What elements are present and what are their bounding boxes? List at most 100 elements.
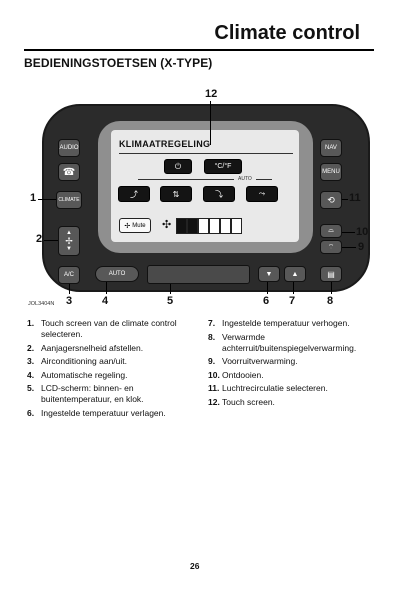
- leader-5: [170, 284, 171, 294]
- rear-window-heater-button: ▤: [320, 266, 342, 282]
- legend-text: Luchtrecirculatie selecteren.: [222, 383, 328, 393]
- legend-number: 5.: [27, 383, 35, 393]
- defrost-icon: ⌓: [328, 227, 334, 234]
- leader-1: [38, 199, 56, 200]
- callout-6: 6: [263, 295, 270, 307]
- legend-item: 2. Aanjagersnelheid afstellen.: [27, 343, 187, 354]
- leader-9: [342, 247, 356, 248]
- climate-button: CLIMATE: [56, 191, 82, 209]
- power-button: ⏻: [164, 159, 192, 174]
- fan-icon: ✢: [124, 222, 131, 230]
- callout-2: 2: [36, 233, 43, 245]
- fan-speed-segment: [187, 218, 198, 234]
- leader-10: [342, 232, 355, 233]
- callout-10: 10: [356, 226, 369, 238]
- legend-text: Touch screen.: [222, 396, 275, 407]
- legend-item: 6. Ingestelde temperatuur verlagen.: [27, 408, 187, 419]
- mute-button: ✢ Mute: [119, 218, 151, 233]
- legend-number: 9.: [208, 356, 216, 366]
- legend-text: Ingestelde temperatuur verlagen.: [41, 407, 166, 418]
- airflow-face-icon: ⤴: [130, 189, 138, 199]
- callout-11: 11: [349, 192, 361, 204]
- legend-text: LCD-scherm: binnen- en buitentemperatuur…: [41, 383, 144, 404]
- page-title: Climate control: [214, 22, 360, 44]
- legend-number: 7.: [208, 318, 216, 328]
- temp-down-button: ▼: [258, 266, 280, 282]
- legend-item: 3.Airconditioning aan/uit.: [27, 356, 187, 367]
- legend-number: 1.: [27, 318, 35, 328]
- legend-number: 10.: [208, 369, 220, 380]
- power-icon: ⏻: [174, 161, 182, 171]
- fan-icon: ✢: [65, 236, 73, 246]
- legend-item: 9. Voorruitverwarming.: [208, 356, 392, 367]
- legend-item: 7. Ingestelde temperatuur verhogen.: [208, 318, 392, 329]
- fan-speed-segment: [209, 218, 220, 234]
- legend-text: Touch screen van de climate control sele…: [41, 318, 177, 339]
- leader-12: [210, 101, 211, 145]
- legend-text: Automatische regeling.: [41, 369, 128, 380]
- legend-item: 8.Verwarmde achterruit/buitenspiegelverw…: [208, 332, 392, 354]
- recirculation-button: ⟲: [320, 191, 342, 209]
- legend-item: 5. LCD-scherm: binnen- en buitentemperatu…: [27, 383, 187, 405]
- legend-text: Voorruitverwarming.: [222, 356, 298, 366]
- defrost-button: ⌓: [320, 224, 342, 238]
- airflow-feet-icon: ⤵: [215, 189, 223, 199]
- legend-number: 6.: [27, 407, 35, 418]
- climate-control-figure: KLIMAATREGELING AUDIO ☎ CLIMATE ▲ ✢ ▼ A/…: [28, 88, 370, 307]
- chevron-up-icon: ▲: [66, 230, 72, 236]
- fan-speed-segment: [231, 218, 242, 234]
- leader-3: [69, 284, 70, 294]
- legend-number: 4.: [27, 369, 35, 380]
- title-rule: [24, 49, 374, 51]
- callout-12: 12: [205, 88, 218, 100]
- recirculation-icon: ⟲: [327, 194, 335, 205]
- legend-item: 11.Luchtrecirculatie selecteren.: [208, 383, 392, 394]
- auto-label: AUTO: [238, 176, 252, 182]
- airflow-feet-button: ⤵: [203, 186, 235, 202]
- chevron-up-icon: ▲: [291, 270, 299, 278]
- auto-bracket-left: [138, 179, 234, 180]
- nav-button: NAV: [320, 139, 342, 157]
- windscreen-heater-icon: ⌔: [327, 243, 335, 251]
- page-number: 26: [190, 561, 200, 571]
- legend-text: Ontdooien.: [222, 369, 264, 380]
- ac-button: A/C: [58, 266, 80, 284]
- temp-unit-button: °C/°F: [204, 159, 242, 174]
- airflow-face-feet-icon: ⇅: [172, 189, 180, 199]
- leader-4: [106, 282, 107, 294]
- legend-item: 12.Touch screen.: [208, 397, 392, 408]
- windscreen-heater-button: ⌔: [320, 240, 342, 254]
- leader-2: [44, 240, 58, 241]
- menu-button: MENU: [320, 163, 342, 181]
- callout-5: 5: [167, 295, 174, 307]
- fan-speed-segment: [220, 218, 231, 234]
- fan-speed-segment: [198, 218, 209, 234]
- audio-button: AUDIO: [58, 139, 80, 157]
- legend-number: 8.: [208, 331, 216, 342]
- legend-number: 2.: [27, 342, 35, 353]
- leader-7: [293, 282, 294, 294]
- callout-7: 7: [289, 295, 296, 307]
- airflow-face-feet-button: ⇅: [160, 186, 192, 202]
- legend-item: 1. Touch screen van de climate control se…: [27, 318, 187, 340]
- airflow-face-button: ⤴: [118, 186, 150, 202]
- chevron-down-icon: ▼: [66, 246, 72, 252]
- screen-title: KLIMAATREGELING: [119, 139, 211, 149]
- leader-6: [267, 282, 268, 294]
- legend-text: Aanjagersnelheid afstellen.: [41, 342, 144, 353]
- leader-8: [331, 282, 332, 294]
- auto-bracket-right: [256, 179, 272, 180]
- leader-11: [342, 199, 348, 200]
- callout-1: 1: [30, 192, 37, 204]
- figure-reference: JOL3404N: [28, 301, 55, 307]
- callout-8: 8: [327, 295, 334, 307]
- legend-number: 12.: [208, 396, 220, 407]
- legend-left-column: 1. Touch screen van de climate control se…: [27, 318, 187, 421]
- chevron-down-icon: ▼: [265, 270, 273, 278]
- legend-item: 10.Ontdooien.: [208, 370, 392, 381]
- callout-9: 9: [358, 241, 365, 253]
- legend-text: Ingestelde temperatuur verhogen.: [222, 318, 350, 328]
- phone-button: ☎: [58, 163, 80, 181]
- airflow-windscreen-feet-button: ⤳: [246, 186, 278, 202]
- legend-right-column: 7. Ingestelde temperatuur verhogen. 8.Ver…: [208, 318, 392, 410]
